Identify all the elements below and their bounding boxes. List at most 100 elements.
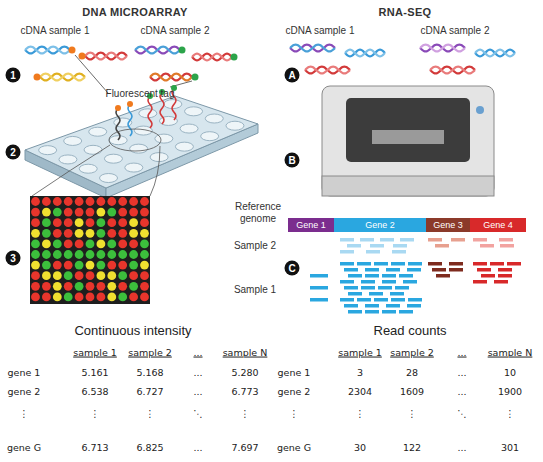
- array-spot: [31, 229, 40, 238]
- sequence-read: [480, 244, 494, 248]
- fluorescent-tag: [34, 74, 41, 81]
- sequence-read: [310, 274, 328, 278]
- array-spot: [75, 282, 84, 291]
- array-spot: [140, 240, 149, 249]
- gene-name: Gene 2: [365, 220, 395, 230]
- array-well: [59, 155, 77, 164]
- array-spot: [31, 271, 40, 280]
- array-spot: [86, 261, 95, 270]
- table-cell: 5.161: [81, 368, 108, 379]
- section-heading: DNA MICROARRAY: [82, 6, 187, 19]
- array-spot: [64, 250, 73, 259]
- gene-band: Gene 1: [288, 218, 334, 232]
- sequence-read: [435, 244, 449, 248]
- sample-label: cDNA sample 2: [421, 25, 490, 37]
- array-spot: [86, 240, 95, 249]
- table-cell: 122: [403, 443, 421, 454]
- table-cell: ⋮: [505, 409, 515, 420]
- cdna-strand: [430, 67, 475, 74]
- cdna-strand: [150, 74, 192, 81]
- array-spot: [75, 293, 84, 302]
- array-spot: [97, 282, 106, 291]
- array-spot: [42, 229, 51, 238]
- row-header: ⋮: [289, 409, 299, 420]
- array-spot: [118, 197, 127, 206]
- array-spot: [31, 218, 40, 227]
- array-spot: [129, 197, 138, 206]
- gene-name: Gene 4: [483, 220, 513, 230]
- array-spot: [129, 250, 138, 259]
- sequence-read: [477, 268, 491, 272]
- cdna-strand: [25, 47, 70, 54]
- sequence-read: [395, 286, 409, 290]
- array-spot: [107, 229, 116, 238]
- table-cell: ...: [193, 443, 202, 454]
- cdna-strand: [135, 47, 180, 54]
- sequence-read: [382, 310, 396, 314]
- cdna-strand: [475, 50, 515, 57]
- array-spot: [118, 208, 127, 217]
- array-well: [175, 142, 193, 151]
- sequence-read: [481, 274, 495, 278]
- table-cell: 6.538: [81, 387, 108, 398]
- sequence-read: [370, 244, 384, 248]
- table-cell: 5.280: [231, 368, 258, 379]
- array-spot: [53, 218, 62, 227]
- cdna-strand: [192, 54, 232, 61]
- sequence-read: [399, 274, 413, 278]
- array-spot: [86, 197, 95, 206]
- table-cell: 6.713: [81, 443, 108, 454]
- sample-label: Sample 1: [234, 284, 276, 296]
- cdna-strand: [85, 53, 127, 60]
- array-spot: [140, 218, 149, 227]
- array-spot: [53, 282, 62, 291]
- fluorescent-tag: [79, 53, 86, 60]
- array-spot: [86, 250, 95, 259]
- array-well: [155, 134, 173, 143]
- array-well: [64, 136, 82, 145]
- column-header: sample N: [223, 348, 268, 359]
- array-spot: [53, 293, 62, 302]
- array-spot: [118, 282, 127, 291]
- sequence-read: [436, 274, 450, 278]
- sequence-read: [449, 268, 463, 272]
- sequence-read: [344, 304, 358, 308]
- table-cell: 7.697: [231, 443, 258, 454]
- cdna-strand: [150, 74, 192, 81]
- array-spot: [64, 261, 73, 270]
- array-spot: [53, 261, 62, 270]
- callout-letter: C: [285, 261, 300, 276]
- array-spot: [140, 250, 149, 259]
- microarray-plate: [25, 96, 258, 188]
- array-spot: [140, 293, 149, 302]
- array-spot: [64, 271, 73, 280]
- table-cell: ⋮: [90, 409, 100, 420]
- sequence-read: [507, 262, 521, 266]
- array-spot: [140, 282, 149, 291]
- sequence-read: [428, 238, 442, 242]
- column-header: ...: [457, 348, 466, 359]
- fluorescent-tag: [192, 74, 199, 81]
- array-spot: [118, 293, 127, 302]
- array-spot: [64, 293, 73, 302]
- array-spot: [107, 208, 116, 217]
- sequence-read: [473, 238, 487, 242]
- cdna-strand: [420, 45, 465, 52]
- sequence-read: [451, 238, 465, 242]
- tag-label: Fluorescent tag: [106, 88, 175, 100]
- cdna-strand: [420, 45, 465, 52]
- sequence-read: [340, 262, 354, 266]
- row-header: gene 2: [278, 387, 311, 398]
- array-spot: [64, 240, 73, 249]
- array-spot: [31, 250, 40, 259]
- array-spot: [107, 197, 116, 206]
- cdna-strand: [290, 45, 335, 52]
- sequence-read: [365, 310, 379, 314]
- sequence-read: [361, 280, 375, 284]
- column-header: sample N: [488, 348, 533, 359]
- row-header: gene 2: [8, 387, 41, 398]
- array-spot: [75, 218, 84, 227]
- array-spot: [118, 229, 127, 238]
- reference-label: Reference genome: [228, 201, 288, 224]
- array-spot: [42, 197, 51, 206]
